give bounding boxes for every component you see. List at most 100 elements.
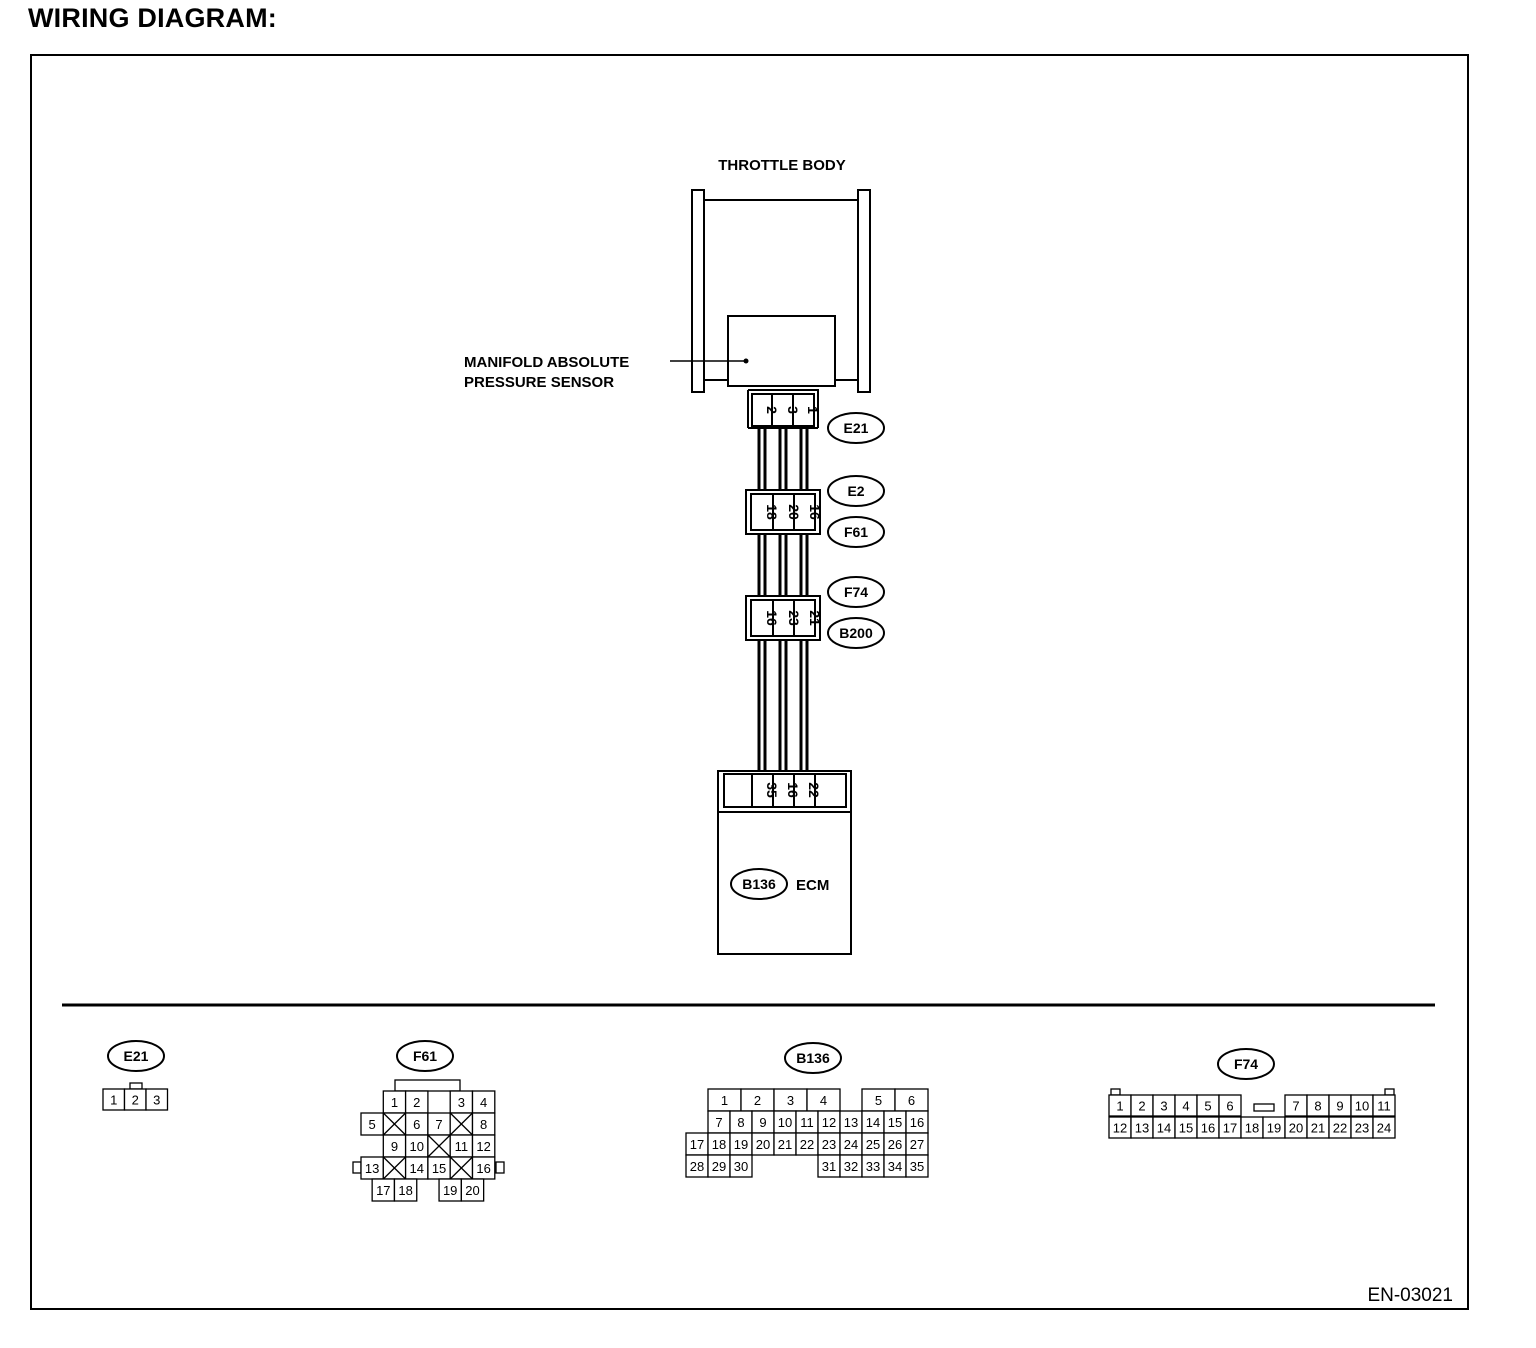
pin-number: 21 (778, 1137, 792, 1152)
pin-number: 11 (1377, 1099, 1391, 1114)
pin-number: 2 (413, 1095, 420, 1110)
connector-key (394, 1079, 461, 1092)
svg-text:E2: E2 (847, 483, 864, 499)
face-f61-label: F61 (413, 1048, 437, 1064)
pin-number: 3 (153, 1093, 160, 1108)
map-sensor-body (727, 315, 836, 387)
ecm-pin-b: 16 (785, 782, 801, 798)
pin-number: 11 (800, 1115, 814, 1130)
e21-pin-a: 2 (764, 406, 780, 414)
pin-number: 20 (465, 1183, 479, 1198)
pin-number: 12 (822, 1115, 836, 1130)
pin-cell (905, 1154, 929, 1178)
pin-number: 22 (1333, 1121, 1347, 1136)
pin-number: 35 (910, 1159, 924, 1174)
pin-number: 4 (1182, 1099, 1189, 1114)
pin-cell (729, 1154, 753, 1178)
pin-number: 19 (1267, 1121, 1281, 1136)
pin-number: 19 (734, 1137, 748, 1152)
connector-e21-harness: 2 3 1 (747, 389, 821, 429)
pin-number: 32 (844, 1159, 858, 1174)
e21-pin-c: 1 (805, 406, 821, 414)
connector-key (1384, 1088, 1395, 1096)
pin-cell (1372, 1116, 1396, 1139)
tag-b136: B136 (730, 868, 788, 900)
ecm-pin-a: 35 (764, 782, 780, 798)
tag-f61: F61 (827, 516, 885, 548)
pin-number: 2 (754, 1093, 761, 1108)
sensor-label-line1: MANIFOLD ABSOLUTE (464, 354, 629, 371)
pin-number: 14 (410, 1161, 424, 1176)
pin-number: 5 (369, 1117, 376, 1132)
pin-number: 26 (888, 1137, 902, 1152)
pin-number: 22 (800, 1137, 814, 1152)
pin-number: 10 (410, 1139, 424, 1154)
tag-e2: E2 (827, 475, 885, 507)
ecm-connector: 35 16 22 (717, 770, 852, 813)
f74-pin-a: 16 (764, 610, 780, 626)
pin-number: 23 (822, 1137, 836, 1152)
pin-number: 14 (866, 1115, 880, 1130)
pin-number: 7 (1292, 1099, 1299, 1114)
pin-number: 11 (455, 1139, 469, 1154)
pin-number: 6 (1226, 1099, 1233, 1114)
pin-number: 23 (1355, 1121, 1369, 1136)
pin-number: 1 (1116, 1099, 1123, 1114)
pin-number: 16 (1201, 1121, 1215, 1136)
pin-number: 17 (690, 1137, 704, 1152)
e21-pin-b: 3 (785, 406, 801, 414)
pin-number: 3 (458, 1095, 465, 1110)
connector-latch (495, 1161, 505, 1174)
pin-number: 28 (690, 1159, 704, 1174)
pin-number: 15 (432, 1161, 446, 1176)
pin-number: 2 (132, 1093, 139, 1108)
connector-key (1110, 1088, 1121, 1096)
pin-number: 19 (443, 1183, 457, 1198)
pin-number: 7 (715, 1115, 722, 1130)
pin-number: 13 (844, 1115, 858, 1130)
pin-cell (1218, 1094, 1242, 1117)
pin-number: 24 (1377, 1121, 1391, 1136)
pin-number: 3 (787, 1093, 794, 1108)
pin-number: 10 (1355, 1099, 1369, 1114)
pin-number: 27 (910, 1137, 924, 1152)
pin-cell (145, 1088, 169, 1111)
pin-number: 12 (1113, 1121, 1127, 1136)
svg-text:F61: F61 (844, 524, 868, 540)
connector-f74-b200-harness: 16 23 21 (745, 595, 823, 641)
pin-number: 6 (413, 1117, 420, 1132)
throttle-body-label: THROTTLE BODY (718, 157, 846, 174)
pin-number: 31 (822, 1159, 836, 1174)
tag-f74: F74 (827, 576, 885, 608)
pin-number: 33 (866, 1159, 880, 1174)
blank-pin-cross (382, 1156, 407, 1180)
pin-number: 5 (875, 1093, 882, 1108)
ecm-pin-c: 22 (806, 782, 822, 798)
connector-key (1253, 1103, 1275, 1112)
connector-key (129, 1082, 143, 1090)
ecm-label: ECM (796, 877, 829, 894)
pin-number: 16 (910, 1115, 924, 1130)
pin-number: 4 (820, 1093, 827, 1108)
pin-number: 17 (1223, 1121, 1237, 1136)
f74-pin-b: 23 (786, 610, 802, 626)
pin-number: 6 (908, 1093, 915, 1108)
face-b136-label: B136 (796, 1050, 830, 1066)
pin-number: 14 (1157, 1121, 1171, 1136)
throttle-body (691, 189, 871, 393)
harness-wires (757, 428, 809, 774)
svg-text:B200: B200 (839, 625, 873, 641)
pin-number: 12 (476, 1139, 490, 1154)
blank-pin-cross (427, 1134, 451, 1158)
e2-pin-a: 18 (764, 504, 780, 520)
e2-pin-b: 20 (786, 504, 802, 520)
pin-number: 21 (1311, 1121, 1325, 1136)
svg-text:F74: F74 (844, 584, 868, 600)
connector-e2-f61-harness: 18 20 16 (745, 489, 823, 535)
blank-pin-cross (382, 1112, 407, 1136)
pin-number: 4 (480, 1095, 487, 1110)
pin-number: 24 (844, 1137, 858, 1152)
